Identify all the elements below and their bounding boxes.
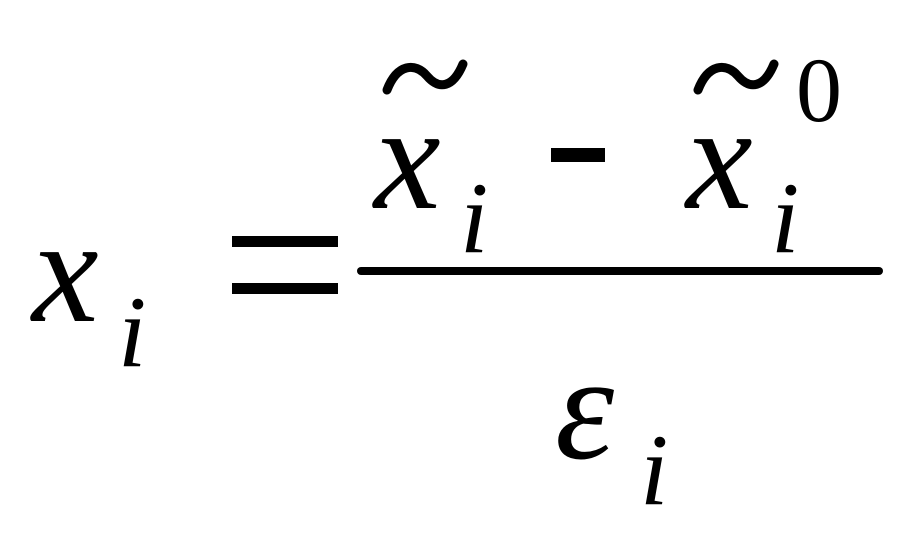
numerator-term1-variable: x (374, 75, 441, 241)
numerator-term2-superscript: 0 (796, 39, 842, 141)
numerator-term1-subscript: i (460, 162, 489, 275)
tilde-icon (693, 59, 779, 95)
denominator-subscript: i (640, 414, 669, 527)
lhs-subscript: i (118, 276, 147, 389)
minus-sign (551, 148, 605, 162)
denominator-variable: ε (555, 325, 615, 491)
numerator-term2-variable: x (686, 75, 753, 241)
equals-lower-bar (232, 283, 338, 294)
fraction-bar (357, 267, 883, 275)
lhs-variable: x (32, 188, 99, 354)
tilde-icon (382, 59, 468, 95)
equals-upper-bar (232, 236, 338, 247)
numerator-term2-subscript: i (771, 162, 800, 275)
